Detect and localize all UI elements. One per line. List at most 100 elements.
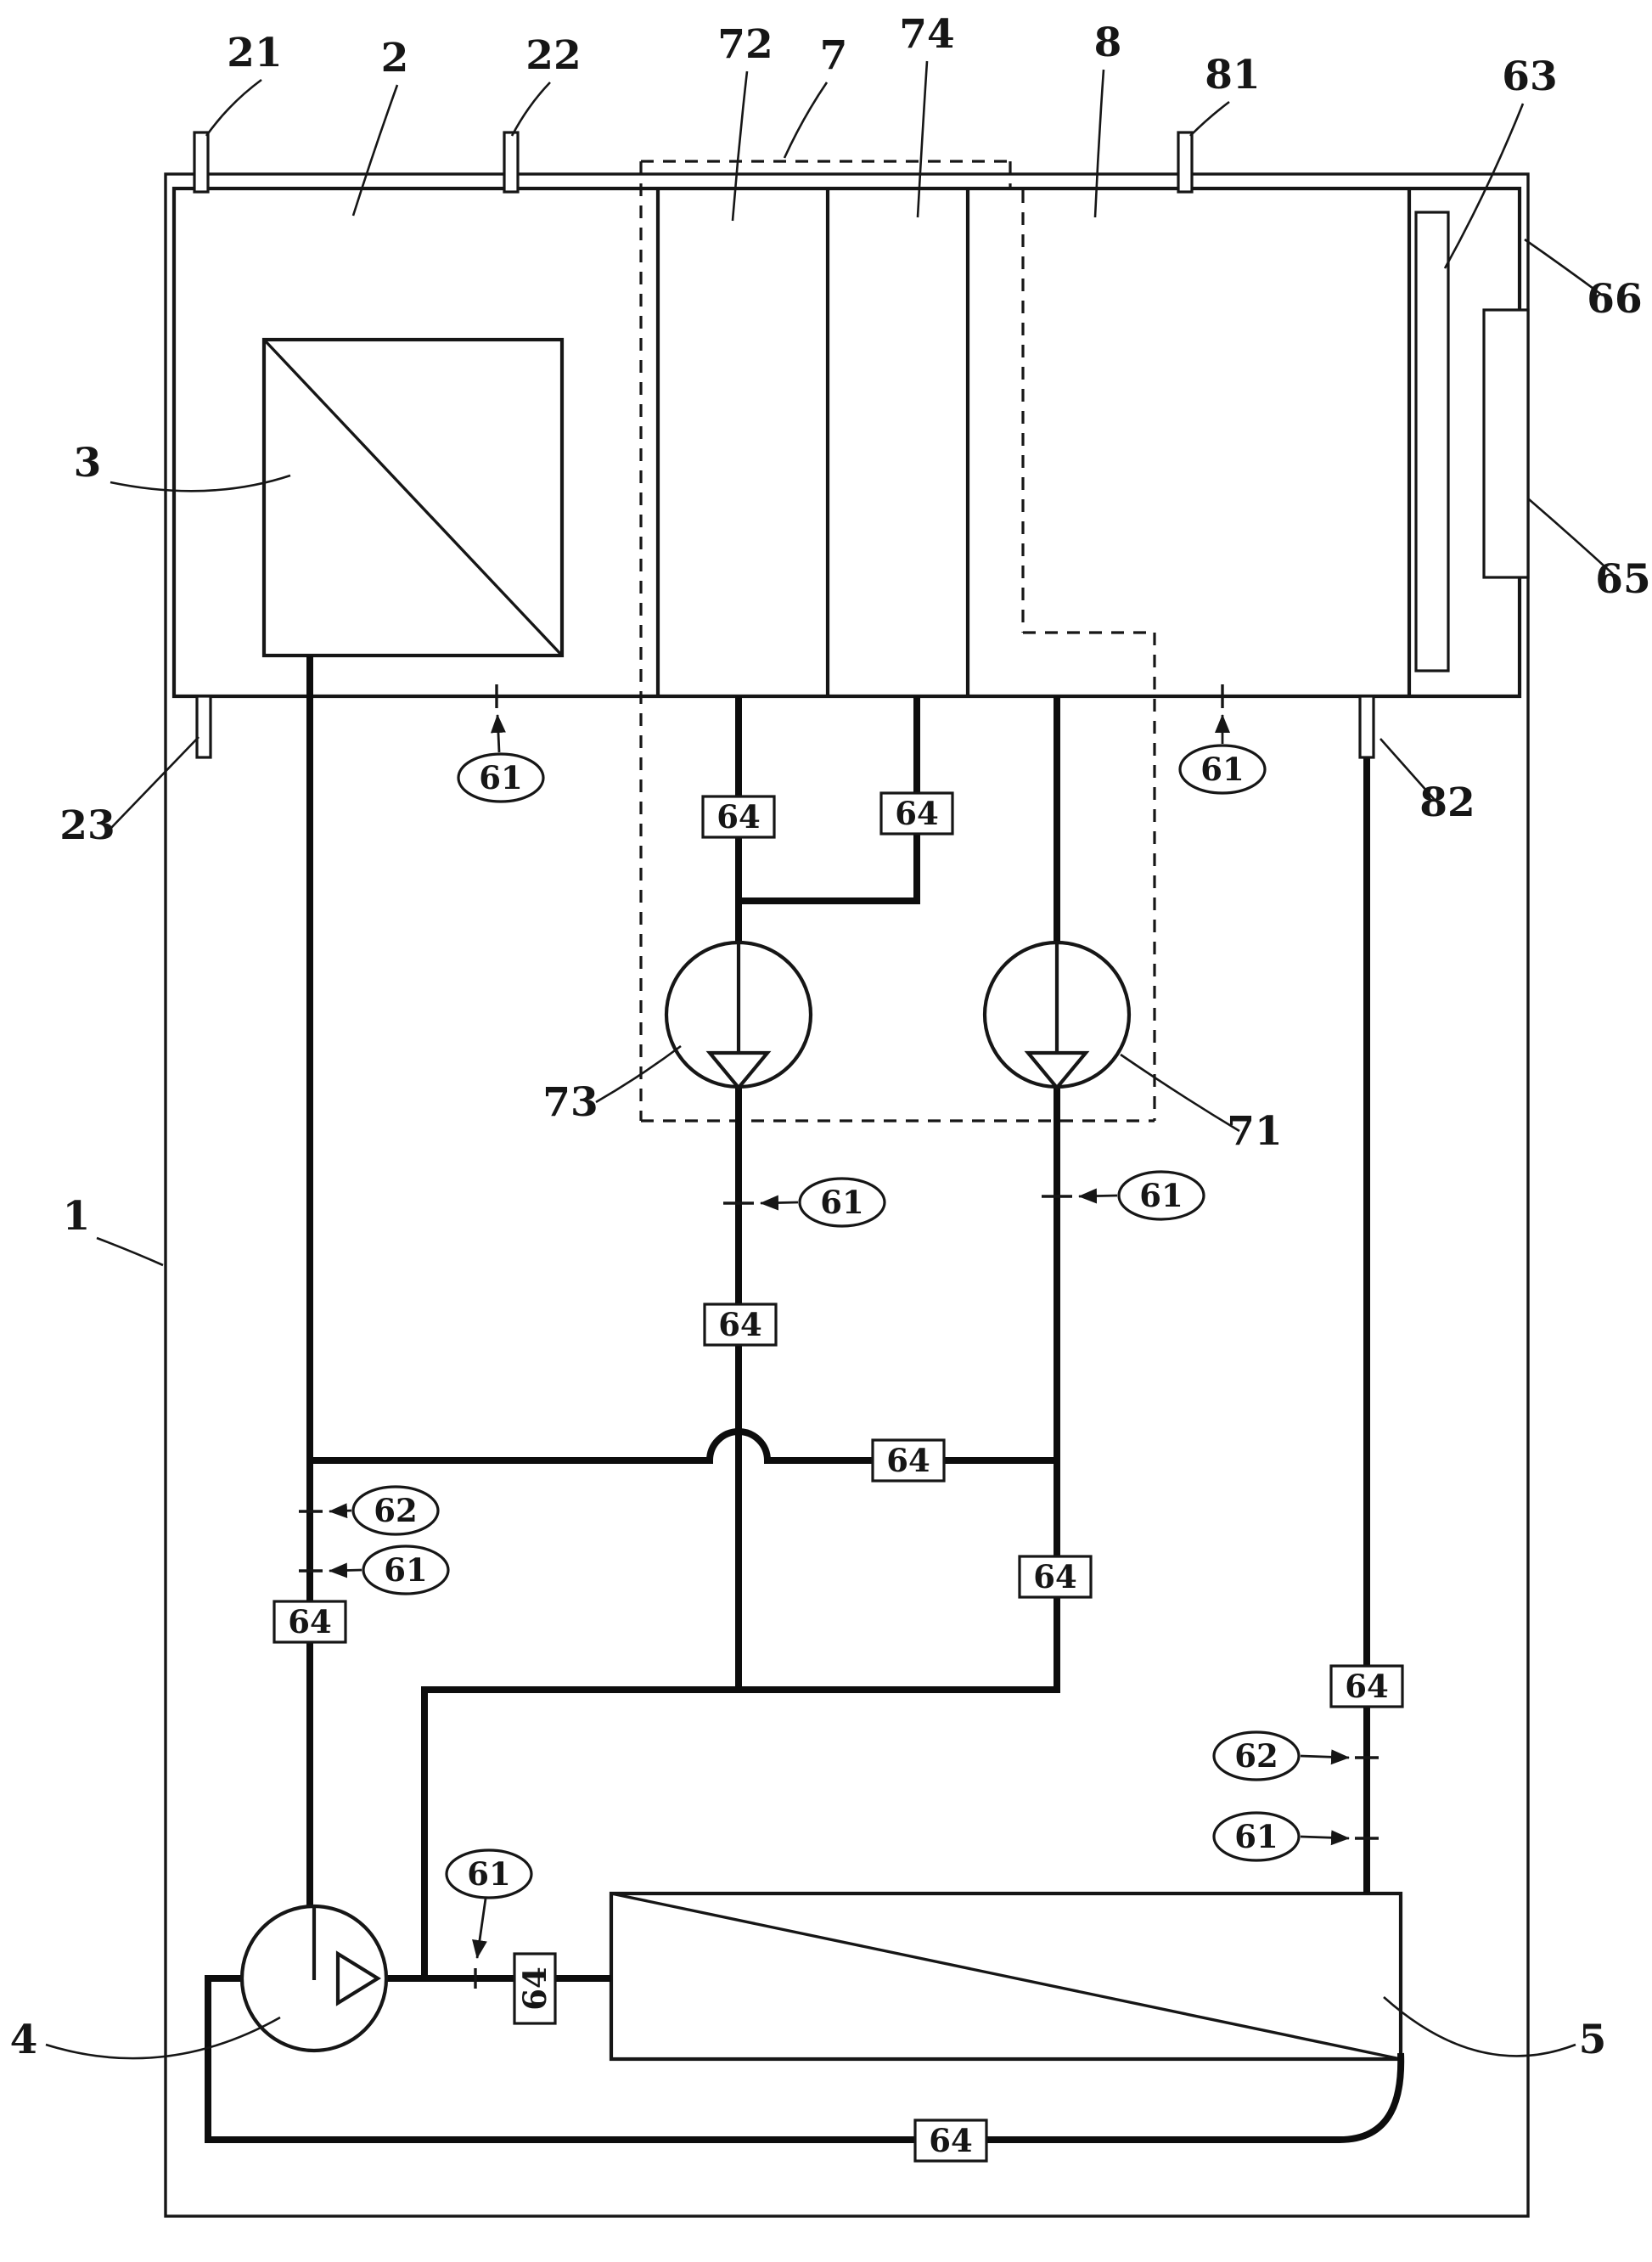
leader-2 bbox=[351, 84, 399, 217]
tag-64-text: 64 bbox=[1345, 1668, 1389, 1705]
tag-61-text: 61 bbox=[479, 759, 523, 796]
tag-61-text: 61 bbox=[1234, 1818, 1278, 1855]
tag-61-text: 61 bbox=[820, 1184, 864, 1221]
tag-61-text: 61 bbox=[467, 1855, 511, 1893]
ref-numeral-2: 2 bbox=[381, 35, 409, 82]
valve-tag-64: 64 bbox=[513, 1952, 557, 2025]
reference-numerals: 21 2 22 72 7 74 8 81 63 66 65 3 23 82 73… bbox=[10, 11, 1651, 2063]
arrow-61 bbox=[1300, 1830, 1350, 1846]
valve-tag-64: 64 bbox=[1329, 1664, 1404, 1708]
component-63-body bbox=[1414, 211, 1450, 672]
ref-numeral-3: 3 bbox=[74, 440, 102, 487]
tag-62-text: 62 bbox=[1234, 1737, 1278, 1775]
valve-tag-64: 64 bbox=[871, 1438, 946, 1483]
leader-3 bbox=[110, 474, 291, 492]
tag-62-text: 62 bbox=[374, 1492, 418, 1529]
component-65-body bbox=[1482, 308, 1530, 579]
outer-enclosure bbox=[164, 172, 1530, 2218]
ref-numeral-82: 82 bbox=[1419, 779, 1475, 826]
ref-numeral-7: 7 bbox=[820, 32, 848, 79]
leader-82 bbox=[1379, 738, 1436, 801]
valve-tag-64: 64 bbox=[703, 1303, 778, 1347]
sensor-tag-61: 61 bbox=[1178, 744, 1267, 795]
callout-arrows bbox=[329, 714, 1350, 1959]
leader-65 bbox=[1528, 498, 1614, 575]
arrow-61 bbox=[329, 1562, 362, 1578]
arrow-61 bbox=[490, 714, 506, 753]
pump-73 bbox=[664, 940, 813, 1091]
sensor-tag-61: 61 bbox=[1117, 1170, 1205, 1221]
air-handling-unit-2 bbox=[171, 186, 1530, 699]
leader-22 bbox=[510, 82, 551, 137]
ref-numeral-72: 72 bbox=[717, 21, 773, 68]
leader-73 bbox=[595, 1044, 682, 1104]
tag-64-text: 64 bbox=[895, 795, 939, 832]
ref-numeral-71: 71 bbox=[1227, 1108, 1282, 1155]
sensor-tag-61: 61 bbox=[445, 1848, 533, 1899]
leader-7 bbox=[783, 82, 829, 159]
tag-64-text: 64 bbox=[288, 1603, 332, 1640]
ref-numeral-8: 8 bbox=[1094, 20, 1122, 66]
hx3-diagonal bbox=[262, 338, 564, 657]
pipe-outlet-pump71 bbox=[421, 1085, 1060, 1978]
tag-64-text: 64 bbox=[718, 1306, 762, 1343]
ref-numeral-63: 63 bbox=[1502, 53, 1557, 100]
pump4-impeller-icon bbox=[335, 1950, 381, 2006]
leader-21 bbox=[205, 78, 262, 137]
leader-1 bbox=[96, 1236, 164, 1267]
tag-64-text: 64 bbox=[1033, 1558, 1077, 1595]
sensor-tag-62: 62 bbox=[351, 1485, 440, 1536]
arrow-61 bbox=[472, 1898, 487, 1959]
pipe-bottom-return bbox=[205, 1975, 1405, 2143]
sensor-tag-61: 61 bbox=[1212, 1811, 1301, 1862]
leader-8 bbox=[1093, 69, 1105, 218]
heat-exchanger-3 bbox=[261, 337, 565, 658]
tag-61-text: 61 bbox=[1139, 1177, 1183, 1214]
tag-61-text: 61 bbox=[1200, 751, 1245, 788]
port-22 bbox=[503, 131, 520, 194]
leader-4 bbox=[45, 2016, 281, 2060]
pump73-impeller-icon bbox=[705, 1050, 772, 1091]
arrow-62 bbox=[1300, 1749, 1350, 1765]
ref-numeral-66: 66 bbox=[1587, 276, 1642, 323]
ref-numeral-23: 23 bbox=[59, 802, 115, 849]
ref-numeral-1: 1 bbox=[63, 1193, 91, 1240]
valve-tag-64: 64 bbox=[273, 1600, 347, 1644]
sensor-tag-62: 62 bbox=[1212, 1730, 1301, 1781]
sensor-tag-61: 61 bbox=[457, 752, 545, 803]
heat-exchanger-5 bbox=[609, 1891, 1403, 2062]
tag-64-text: 64 bbox=[716, 798, 761, 836]
ports bbox=[193, 131, 1375, 759]
leader-74 bbox=[916, 60, 929, 218]
ref-numeral-4: 4 bbox=[10, 2017, 38, 2063]
valve-tag-64: 64 bbox=[1018, 1555, 1093, 1599]
leader-71 bbox=[1120, 1053, 1240, 1133]
leader-72 bbox=[731, 70, 749, 222]
pipe-branch-pump73 bbox=[737, 696, 920, 904]
port-23 bbox=[195, 695, 212, 759]
valve-tag-64: 64 bbox=[913, 2119, 988, 2163]
leader-23 bbox=[110, 736, 199, 830]
pump-4 bbox=[239, 1904, 389, 2053]
enclosure-1-outline bbox=[164, 172, 1530, 2218]
tag-64-text: 64 bbox=[886, 1442, 930, 1479]
pump71-impeller-icon bbox=[1024, 1050, 1090, 1091]
leader-63 bbox=[1443, 103, 1525, 269]
port-81 bbox=[1177, 131, 1194, 194]
valve-tag-64: 64 bbox=[701, 795, 776, 839]
leader-66 bbox=[1524, 238, 1604, 297]
tag-64-text: 64 bbox=[516, 1967, 553, 2011]
sensor-tag-61: 61 bbox=[362, 1545, 450, 1595]
ref-numeral-65: 65 bbox=[1595, 556, 1650, 603]
leader-5 bbox=[1383, 1996, 1576, 2057]
hx5-diagonal bbox=[610, 1892, 1402, 2061]
sensor-tag-61: 61 bbox=[798, 1177, 886, 1228]
ref-numeral-74: 74 bbox=[899, 11, 954, 58]
ref-numeral-73: 73 bbox=[542, 1079, 598, 1126]
ref-numeral-81: 81 bbox=[1205, 52, 1260, 98]
ref-numeral-5: 5 bbox=[1579, 2017, 1607, 2063]
pump-71 bbox=[982, 940, 1132, 1091]
leader-81 bbox=[1189, 100, 1230, 137]
